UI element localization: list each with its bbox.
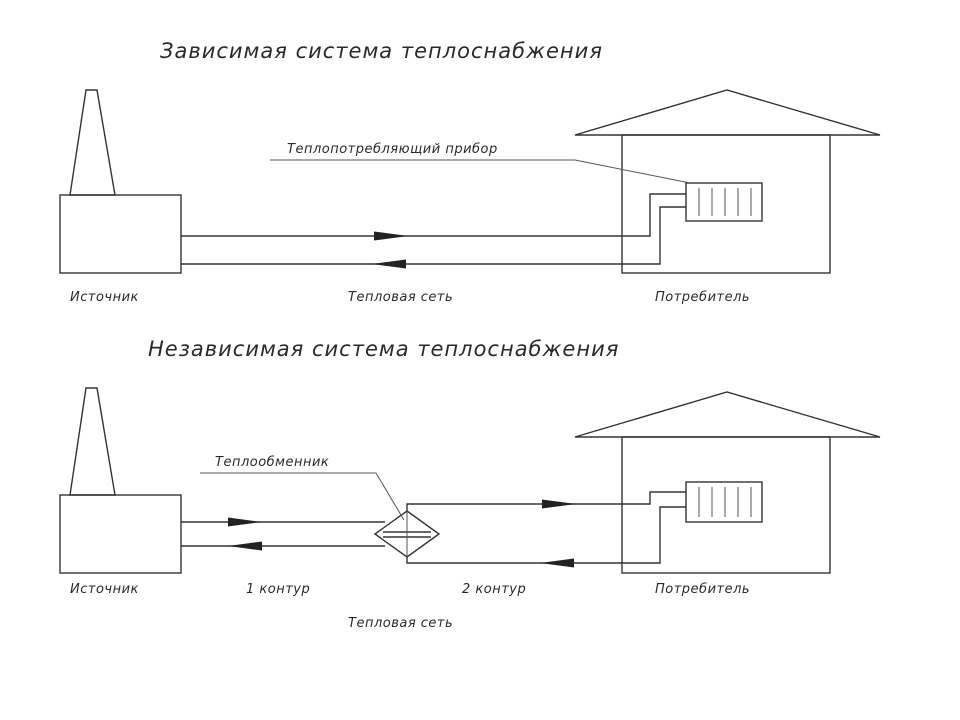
independent-consumer-label: Потребитель [655, 582, 750, 597]
chimney-icon [69, 387, 116, 496]
independent-source-label: Источник [70, 582, 139, 597]
loop1-return-arrow-icon [228, 541, 262, 551]
house-wall-icon [621, 134, 831, 274]
device-leader-line [270, 159, 691, 184]
heat-exchanger-icon [373, 510, 441, 558]
independent-source [59, 387, 182, 574]
house-wall-icon [621, 436, 831, 574]
supply-arrow-icon [374, 231, 408, 241]
exchanger-callout: Теплообменник [200, 455, 405, 521]
loop1-supply-arrow-icon [228, 517, 262, 527]
dependent-source [59, 89, 182, 274]
loop2-supply-arrow-icon [542, 499, 576, 509]
dependent-system: Зависимая система теплоснабжения [59, 39, 881, 305]
dependent-consumer-label: Потребитель [655, 290, 750, 305]
loop2-return-arrow-icon [540, 558, 574, 568]
boiler-house-icon [59, 494, 182, 574]
independent-consumer-house [574, 391, 881, 574]
chimney-icon [69, 89, 116, 196]
dependent-radiator-icon [685, 182, 763, 222]
device-callout: Теплопотребляющий прибор [270, 142, 691, 184]
roof-icon [574, 391, 881, 438]
loop1-label: 1 контур [246, 582, 310, 597]
exchanger-label: Теплообменник [215, 455, 329, 470]
boiler-house-icon [59, 194, 182, 274]
dependent-pipes [181, 193, 686, 269]
independent-system: Независимая система теплоснабжения [59, 337, 881, 631]
dependent-consumer-house [574, 89, 881, 274]
roof-icon [574, 89, 881, 136]
dependent-source-label: Источник [70, 290, 139, 305]
dependent-network-label: Тепловая сеть [348, 290, 453, 305]
return-arrow-icon [372, 259, 406, 269]
independent-network-label: Тепловая сеть [348, 616, 453, 631]
dependent-system-title: Зависимая система теплоснабжения [160, 39, 603, 63]
device-label: Теплопотребляющий прибор [287, 142, 498, 157]
exchanger-leader-line [200, 472, 405, 521]
loop2-label: 2 контур [462, 582, 526, 597]
loop1-pipes [181, 517, 385, 551]
loop2-pipes [406, 491, 686, 568]
independent-radiator-icon [685, 481, 763, 523]
independent-system-title: Независимая система теплоснабжения [148, 337, 619, 361]
